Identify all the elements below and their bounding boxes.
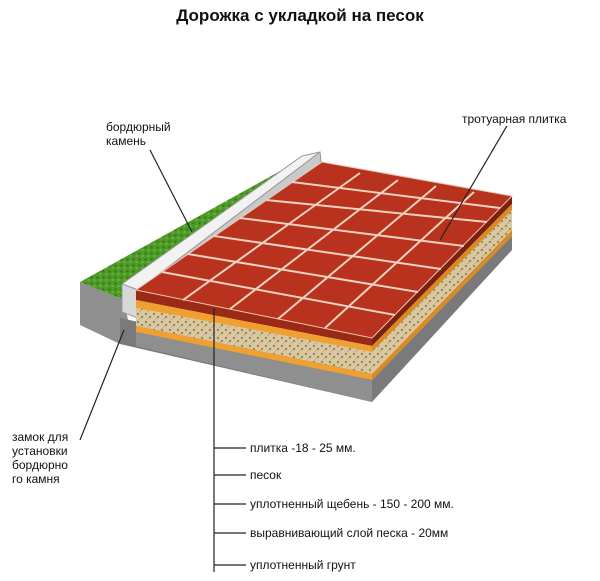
- layer-label-leveling-sand: выравнивающий слой песка - 20мм: [250, 526, 449, 540]
- soil-layer-right: [372, 236, 512, 402]
- curb-stone-label-line-2: камень: [106, 134, 146, 148]
- layer-label-tile: плитка -18 - 25 мм.: [250, 441, 356, 455]
- curb-stone-label-line-1: бордюрный: [106, 120, 171, 134]
- curb-lock-label-line-4: го камня: [12, 472, 60, 486]
- tile-layer-front: [136, 290, 372, 346]
- soil-left-face: [80, 282, 130, 344]
- layer-label-gravel: уплотненный щебень - 150 - 200 мм.: [250, 497, 454, 511]
- layer-label-sand: песок: [250, 468, 282, 482]
- leveling-sand-right: [372, 230, 512, 380]
- paving-tile-surface: [134, 161, 514, 339]
- curb-lock-label-line-3: бордюрно: [12, 458, 68, 472]
- gravel-layer-right: [372, 210, 512, 374]
- layer-label-soil: уплотненный грунт: [250, 558, 356, 572]
- curb-lock-label: замок для установки бордюрно го камня: [12, 430, 69, 486]
- tile-layer-right: [372, 196, 512, 346]
- curb-stone-label: бордюрный камень: [106, 120, 171, 148]
- curb-lock-label-line-1: замок для: [12, 430, 69, 444]
- leveling-sand-front: [136, 326, 372, 380]
- soil-layer-front: [136, 332, 372, 402]
- curb-lock-label-line-2: установки: [12, 444, 68, 458]
- sand-layer-front: [136, 300, 372, 352]
- paving-tile-label: тротуарная плитка: [462, 112, 567, 126]
- leader-lines: [79, 123, 509, 572]
- sand-layer-right: [372, 204, 512, 352]
- tile-grout-lines: [161, 172, 501, 329]
- curb-stone-front: [121, 283, 139, 319]
- gravel-layer-front: [136, 308, 372, 374]
- diagram-title: Дорожка с укладкой на песок: [176, 6, 424, 25]
